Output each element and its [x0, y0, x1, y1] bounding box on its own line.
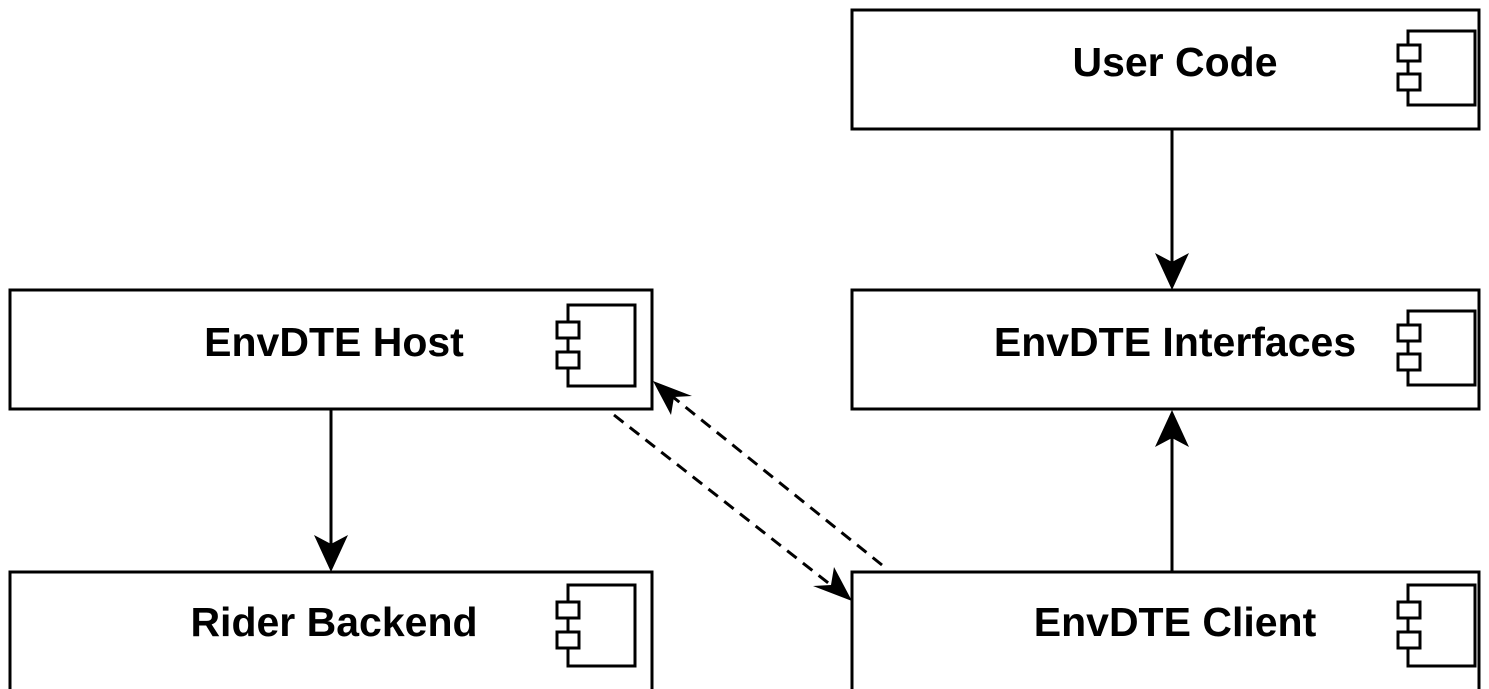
arrowhead-icon	[813, 567, 852, 601]
arrowhead-icon	[653, 381, 692, 415]
component-icon	[1396, 29, 1477, 107]
component-user-code[interactable]: User Code	[850, 8, 1481, 131]
component-box	[850, 8, 1481, 131]
component-icon	[1396, 309, 1477, 387]
component-box	[8, 570, 654, 689]
component-icon	[1396, 583, 1477, 668]
component-label: EnvDTE Client	[1034, 599, 1317, 645]
arrow-envdte-host-to-rider-backend	[314, 409, 348, 572]
component-rider-backend[interactable]: Rider Backend	[8, 570, 654, 689]
component-label: EnvDTE Host	[204, 319, 464, 365]
component-label: User Code	[1072, 39, 1277, 85]
component-label: Rider Backend	[190, 599, 477, 645]
arrowhead-icon	[1155, 410, 1189, 447]
component-icon	[555, 303, 637, 388]
component-envdte-interfaces[interactable]: EnvDTE Interfaces	[850, 288, 1481, 411]
dashed-arrow-envdte-host-to-envdte-client	[613, 413, 852, 601]
dashed-arrow-envdte-client-to-envdte-host	[653, 381, 883, 567]
arrow-envdte-client-to-envdte-interfaces	[1155, 410, 1189, 572]
arrow-user-code-to-envdte-interfaces	[1155, 129, 1189, 290]
component-box	[850, 288, 1481, 411]
component-icon	[555, 583, 637, 668]
arrowhead-icon	[1155, 253, 1189, 290]
component-envdte-host[interactable]: EnvDTE Host	[8, 288, 654, 411]
component-box	[8, 288, 654, 411]
component-label: EnvDTE Interfaces	[994, 319, 1356, 365]
component-envdte-client[interactable]: EnvDTE Client	[850, 570, 1481, 689]
arrowhead-icon	[314, 535, 348, 572]
component-box	[850, 570, 1481, 689]
